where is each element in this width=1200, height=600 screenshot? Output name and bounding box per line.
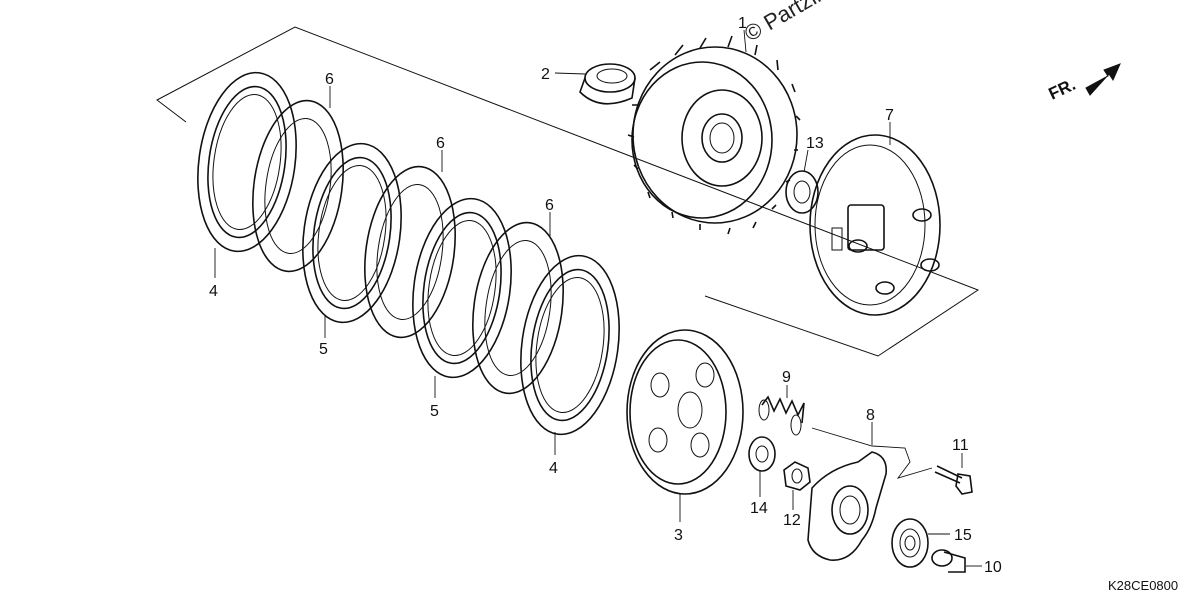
callout-2: 2	[541, 66, 550, 83]
assembly-frame	[156, 26, 980, 357]
part-lock-nut	[783, 461, 811, 491]
callout-5b: 5	[430, 403, 439, 420]
front-label: FR.	[1046, 75, 1079, 104]
part-bearing	[891, 518, 929, 568]
part-thrust-washer	[785, 170, 819, 214]
callout-7: 7	[885, 107, 894, 124]
watermark-text: © Partzilla.c	[740, 0, 854, 46]
callout-13: 13	[806, 135, 824, 152]
callout-4b: 4	[549, 460, 558, 477]
part-lifter-plate	[807, 451, 888, 561]
part-lifter-piece	[931, 549, 966, 573]
callout-11: 11	[952, 437, 969, 454]
callout-1: 1	[738, 15, 747, 32]
part-clutch-center	[626, 329, 744, 495]
callout-6c: 6	[545, 197, 554, 214]
part-washer	[748, 436, 776, 472]
part-friction-disc-d	[509, 248, 631, 442]
callout-10: 10	[984, 559, 1002, 576]
callout-12: 12	[783, 512, 801, 529]
callout-6a: 6	[325, 71, 334, 88]
part-friction-disc-b	[291, 136, 413, 330]
callout-8: 8	[866, 407, 875, 424]
part-clutch-plate-a	[241, 93, 355, 279]
part-friction-disc-a	[186, 65, 308, 259]
part-clutch-spring	[758, 395, 805, 436]
callout-9: 9	[782, 369, 791, 386]
callout-6b: 6	[436, 135, 445, 152]
callout-15: 15	[954, 527, 972, 544]
part-friction-disc-c	[401, 191, 523, 385]
callout-labels: 1 2 3 4 4 5 5 6 6 6 7 8 9 10 11 12 13 14…	[209, 15, 1002, 576]
part-pressure-plate	[809, 134, 941, 316]
part-collar	[579, 63, 636, 105]
part-bolt	[934, 465, 973, 495]
callout-4a: 4	[209, 283, 218, 300]
leader-lines	[214, 29, 982, 567]
part-clutch-outer	[627, 35, 801, 235]
part-clutch-plate-c	[461, 215, 575, 401]
callout-3: 3	[674, 527, 683, 544]
arrow-icon	[1085, 63, 1121, 96]
callout-5a: 5	[319, 341, 328, 358]
callout-14: 14	[750, 500, 768, 517]
diagram-code: K28CE0800	[1108, 578, 1178, 593]
part-clutch-plate-b	[353, 159, 467, 345]
front-direction-arrow: FR.	[1046, 63, 1121, 104]
